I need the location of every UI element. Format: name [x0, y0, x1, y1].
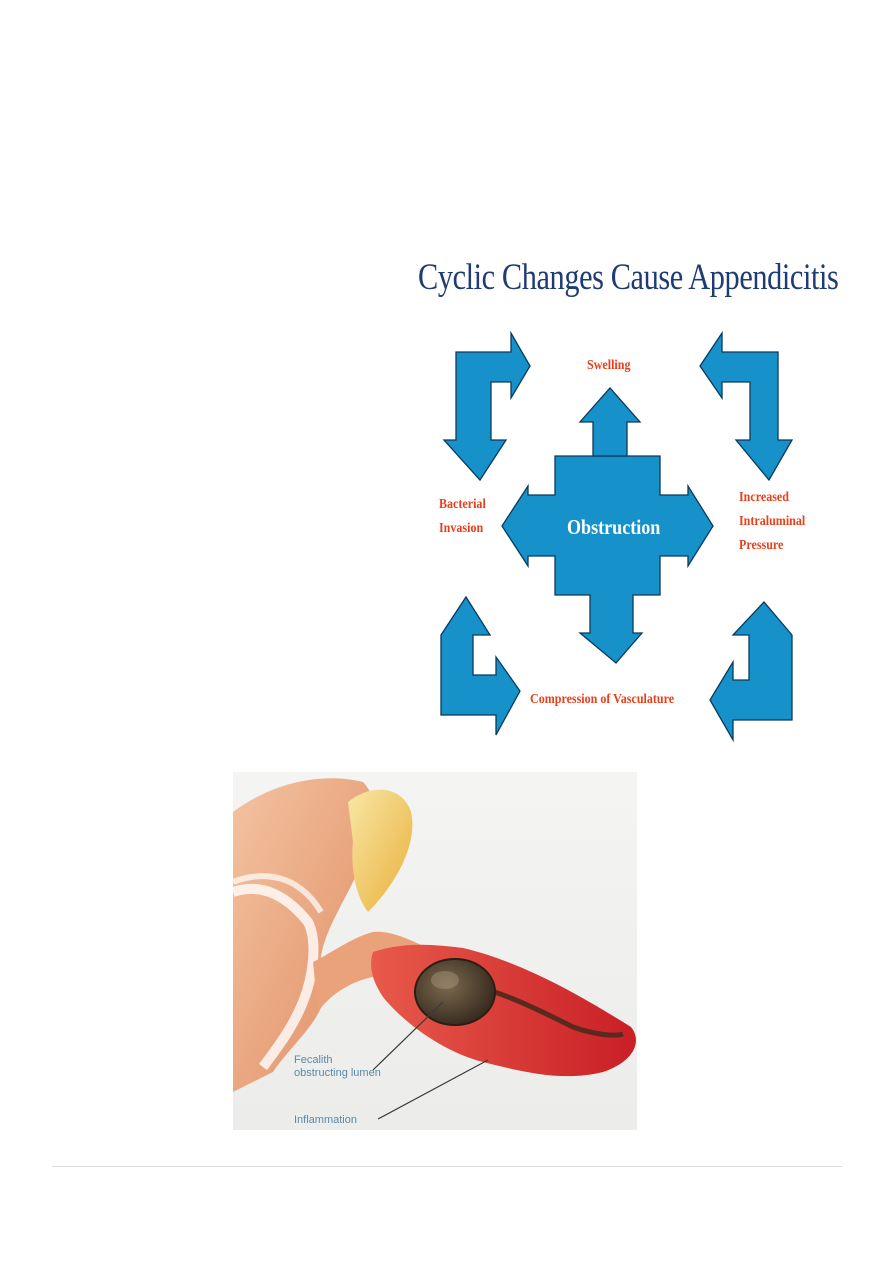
- fat-tissue: [348, 789, 413, 912]
- arrow-swelling-to-bacterial: [442, 330, 531, 482]
- appendicitis-cycle-diagram: Cyclic Changes Cause Appendicitis Swelli…: [410, 250, 850, 750]
- colon-wall: [233, 778, 374, 1092]
- diagram-title: Cyclic Changes Cause Appendicitis: [418, 257, 839, 298]
- colon-fold-2: [233, 873, 324, 914]
- callout-line-fecalith: [372, 1001, 444, 1071]
- fecalith: [414, 958, 496, 1026]
- up-arrow-to-swelling: [578, 387, 642, 457]
- callout-line-inflammation: [377, 1059, 489, 1120]
- arrow-swelling-to-pressure: [699, 330, 794, 482]
- arrow-pressure-to-compression: [709, 601, 793, 743]
- label-bacterial-invasion: Bacterial Invasion: [439, 497, 486, 536]
- footer-divider: [52, 1166, 842, 1167]
- appendix-illustration: Fecalith obstructing lumen Inflammation: [233, 772, 637, 1130]
- appendix-drawing: [233, 772, 637, 1130]
- obstruction-label: Obstruction: [567, 515, 661, 539]
- inflammation-label: Inflammation: [294, 1114, 357, 1126]
- label-increased-intraluminal-pressure: Increased Intraluminal Pressure: [739, 490, 806, 553]
- cycle-arrows: [440, 330, 794, 743]
- fecalith-label: Fecalith obstructing lumen: [294, 1054, 381, 1079]
- label-swelling: Swelling: [587, 358, 631, 373]
- colon-fold: [233, 883, 319, 1070]
- fecalith-highlight: [431, 971, 459, 989]
- arrow-compression-to-bacterial: [440, 595, 521, 736]
- label-compression-of-vasculature: Compression of Vasculature: [530, 692, 675, 707]
- obstruction-cross: [501, 455, 714, 664]
